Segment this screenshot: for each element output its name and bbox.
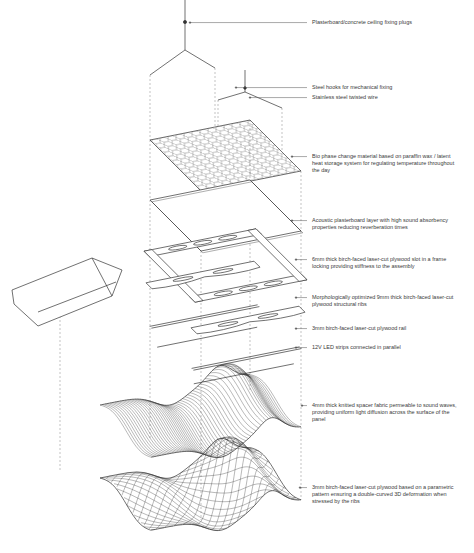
callout-label: 6mm thick birch-faced laser-cut plywood … (312, 256, 462, 270)
callout-label: 12V LED strips connected in parallel (312, 344, 462, 351)
callout-label: Stainless steel twisted wire (312, 94, 462, 101)
spacer-fabric (100, 364, 301, 458)
structural-ribs (146, 261, 306, 335)
callout-label: Acoustic plasterboard layer with high so… (312, 217, 462, 231)
callout-label: Morphologically optimized 9mm thick birc… (312, 294, 462, 308)
hanger-wire (150, 0, 282, 108)
callout-label: Steel hooks for mechanical fixing (312, 84, 462, 91)
plywood-frame (144, 229, 307, 302)
callout-label: 3mm birch-faced laser-cut plywood based … (312, 484, 462, 505)
end-cap (12, 258, 122, 326)
leader-line (189, 22, 307, 489)
plasterboard (150, 180, 303, 253)
callout-label: Plasterboard/concrete ceiling fixing plu… (312, 19, 462, 26)
callout-label: 4mm thick knitted spacer fabric permeabl… (312, 402, 462, 423)
callout-label: Bio phase change material based on paraf… (312, 153, 462, 174)
plywood-rail (150, 305, 302, 370)
callout-label: 3mm birch-faced laser-cut plywood rail (312, 325, 462, 332)
led-strip (157, 327, 294, 384)
pcm-layer (150, 120, 301, 191)
plywood-skin (100, 437, 301, 531)
